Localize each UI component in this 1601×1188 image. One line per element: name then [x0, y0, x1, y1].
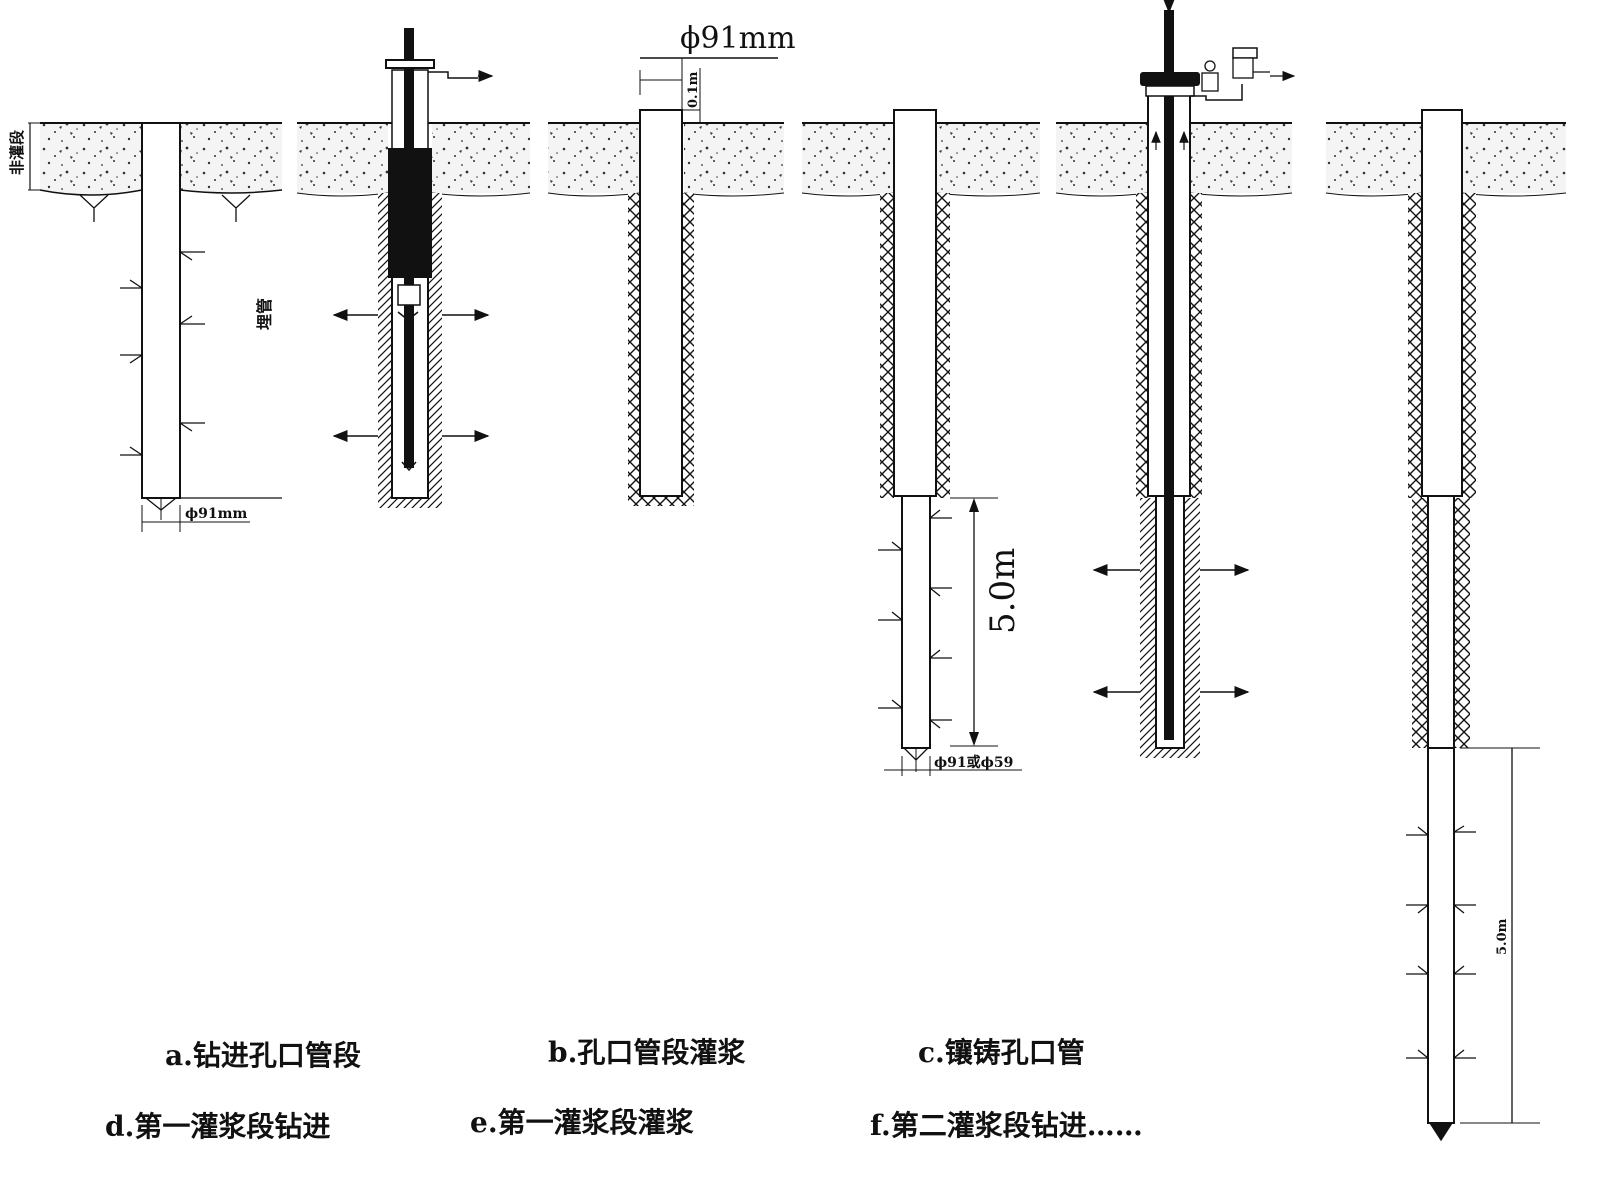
non-grout-section-label: 非灌段 — [8, 130, 26, 175]
panel-f: 5.0m — [1325, 109, 1567, 1142]
caption-d: d.第一灌浆段钻进 — [105, 1110, 330, 1143]
orifice-pipe-c — [639, 109, 683, 497]
caption-e: e.第一灌浆段灌浆 — [470, 1106, 695, 1139]
concrete-layer-right — [180, 123, 282, 193]
borehole-d — [901, 495, 931, 749]
caption-b: b.孔口管段灌浆 — [548, 1036, 746, 1069]
panel-a: 非灌段 埋管 ϕ91mm — [8, 122, 283, 532]
segment-length-d: 5.0m — [983, 548, 1023, 634]
borehole-a — [141, 122, 181, 499]
panel-e — [1055, 0, 1296, 758]
caption-f: f.第二灌浆段钻进…… — [870, 1109, 1143, 1142]
grout-rod — [404, 28, 414, 468]
dia-label-d: ϕ91或ϕ59 — [934, 754, 1013, 771]
offset-label: 0.1m — [686, 71, 701, 108]
buried-pipe-label: 埋管 — [255, 298, 274, 330]
borehole-f — [1427, 747, 1455, 1124]
orifice-pipe-f — [1421, 109, 1463, 497]
segment-length-f: 5.0m — [1495, 918, 1510, 955]
dia-label-top: ϕ91mm — [680, 21, 796, 56]
concrete-layer-left — [40, 123, 142, 195]
panel-d: 5.0m ϕ91或ϕ59 — [801, 109, 1041, 776]
caption-c: c.镶铸孔口管 — [918, 1036, 1085, 1069]
caption-a: a.钻进孔口管段 — [165, 1039, 361, 1072]
panel-c: ϕ91mm 0.1m — [547, 21, 796, 506]
orifice-pipe-d — [893, 109, 937, 497]
dia-label-a: ϕ91mm — [185, 506, 247, 522]
panel-b — [296, 28, 531, 508]
grout-rod-e — [1164, 10, 1174, 740]
captions: a.钻进孔口管段 b.孔口管段灌浆 c.镶铸孔口管 d.第一灌浆段钻进 e.第一… — [105, 1036, 1143, 1143]
